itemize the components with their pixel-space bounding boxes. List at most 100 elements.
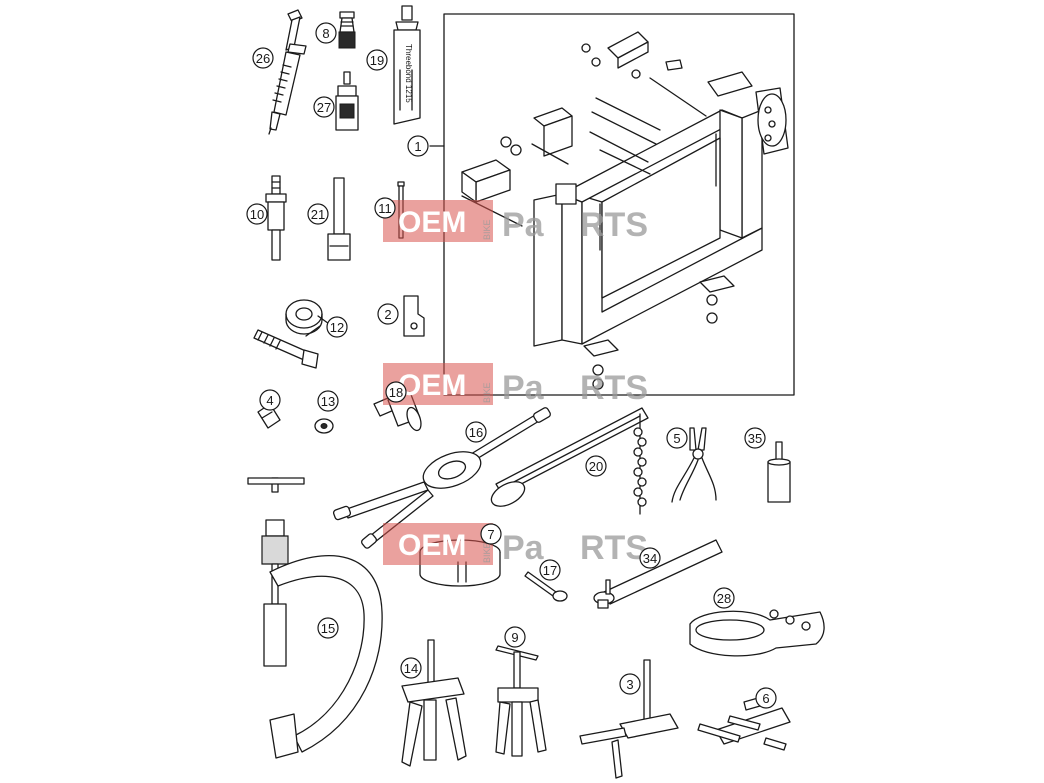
callout-11: 11 (374, 197, 396, 219)
callout-number: 17 (543, 563, 557, 578)
callout-13: 13 (317, 390, 339, 412)
callout-19: 19 (366, 49, 388, 71)
callout-number: 12 (330, 320, 344, 335)
callout-number: 1 (414, 139, 421, 154)
callout-circle (639, 547, 661, 569)
callout-3: 3 (619, 673, 641, 695)
svg-text:OEM: OEM (398, 369, 466, 402)
callout-circle (252, 47, 274, 69)
callout-circle (539, 559, 561, 581)
callout-number: 14 (404, 661, 418, 676)
callout-12: 12 (326, 316, 348, 338)
part-10-puller-adapter (265, 175, 287, 261)
callout-9: 9 (504, 626, 526, 648)
part-3-holder-tool (579, 659, 679, 779)
callout-number: 9 (511, 630, 518, 645)
callout-circle (307, 203, 329, 225)
callout-4: 4 (259, 389, 281, 411)
callout-27: 27 (313, 96, 335, 118)
svg-text:Pa: Pa (502, 369, 545, 407)
svg-text:OEM: OEM (398, 206, 466, 239)
callout-circle (326, 316, 348, 338)
callout-6: 6 (755, 687, 777, 709)
callout-number: 26 (256, 51, 270, 66)
callout-number: 10 (250, 207, 264, 222)
callout-circle (755, 687, 777, 709)
svg-text:Pa: Pa (502, 206, 545, 244)
callout-circle (666, 427, 688, 449)
callout-28: 28 (713, 587, 735, 609)
part-19-sealant-tube: Threebond 1215 (393, 5, 421, 125)
callout-number: 3 (626, 677, 633, 692)
callout-18: 18 (385, 381, 407, 403)
svg-text:RTS: RTS (580, 206, 648, 244)
callout-number: 20 (589, 459, 603, 474)
watermark-top: OEM BIKE Pa RTS (383, 200, 648, 244)
callout-number: 11 (378, 201, 392, 216)
svg-text:BIKE: BIKE (482, 542, 492, 563)
part-17-screw (524, 571, 568, 602)
part-6-press-tool (697, 697, 791, 751)
part-8-threadlock-bottle (338, 11, 356, 49)
callout-21: 21 (307, 203, 329, 225)
callout-circle (259, 389, 281, 411)
callout-circle (377, 303, 399, 325)
callout-number: 4 (266, 393, 273, 408)
callout-circle (385, 381, 407, 403)
svg-text:RTS: RTS (580, 369, 648, 407)
part-1-assembly-stand (443, 13, 795, 396)
part-27-oil-bottle (335, 71, 359, 131)
callout-number: 35 (748, 431, 762, 446)
callout-26: 26 (252, 47, 274, 69)
svg-text:Pa: Pa (502, 529, 545, 567)
callout-number: 34 (643, 551, 657, 566)
callout-15: 15 (317, 617, 339, 639)
callout-number: 28 (717, 591, 731, 606)
callout-circle (619, 673, 641, 695)
watermark-middle: OEM BIKE Pa RTS (383, 363, 648, 407)
part-9-puller (495, 645, 547, 757)
callout-circle (585, 455, 607, 477)
callout-number: 16 (469, 425, 483, 440)
callout-number: 19 (370, 53, 384, 68)
callout-circle (504, 626, 526, 648)
callout-circle (317, 390, 339, 412)
part-26-grease-syringe (268, 9, 307, 135)
callout-number: 27 (317, 100, 331, 115)
callout-circle (407, 135, 429, 157)
callout-7: 7 (480, 523, 502, 545)
callout-circle (246, 203, 268, 225)
svg-text:OEM: OEM (398, 529, 466, 562)
callout-circle (317, 617, 339, 639)
part-34-holding-wrench (593, 539, 723, 609)
svg-text:RTS: RTS (580, 529, 648, 567)
callout-10: 10 (246, 203, 268, 225)
callout-number: 21 (311, 207, 325, 222)
part-16-holder (332, 407, 551, 549)
part-28-clutch-holder-plate (689, 609, 825, 657)
svg-text:BIKE: BIKE (482, 219, 492, 240)
callout-20: 20 (585, 455, 607, 477)
callout-layer: 26 8 19 27 1 10 21 11 12 2 4 13 18 16 5 35 20 7 17 34 28 15 14… (246, 22, 777, 709)
part-12-bolt-spacer (253, 299, 323, 369)
callout-number: 2 (384, 307, 391, 322)
callout-circle (713, 587, 735, 609)
part-14-bearing-puller (401, 639, 467, 767)
part-21-pin-tool (327, 177, 351, 261)
callout-circle (313, 96, 335, 118)
tube-label: Threebond 1215 (404, 44, 413, 103)
part-2-bracket (403, 295, 425, 337)
callout-1: 1 (407, 135, 429, 157)
callout-16: 16 (465, 421, 487, 443)
part-20-chain-wrench (490, 407, 649, 515)
callout-17: 17 (539, 559, 561, 581)
callout-circle (465, 421, 487, 443)
callout-number: 18 (389, 385, 403, 400)
watermark-bottom: OEM BIKE Pa RTS (383, 523, 648, 567)
callout-5: 5 (666, 427, 688, 449)
callout-circle (374, 197, 396, 219)
callout-35: 35 (744, 427, 766, 449)
callout-number: 5 (673, 431, 680, 446)
callout-number: 8 (322, 26, 329, 41)
